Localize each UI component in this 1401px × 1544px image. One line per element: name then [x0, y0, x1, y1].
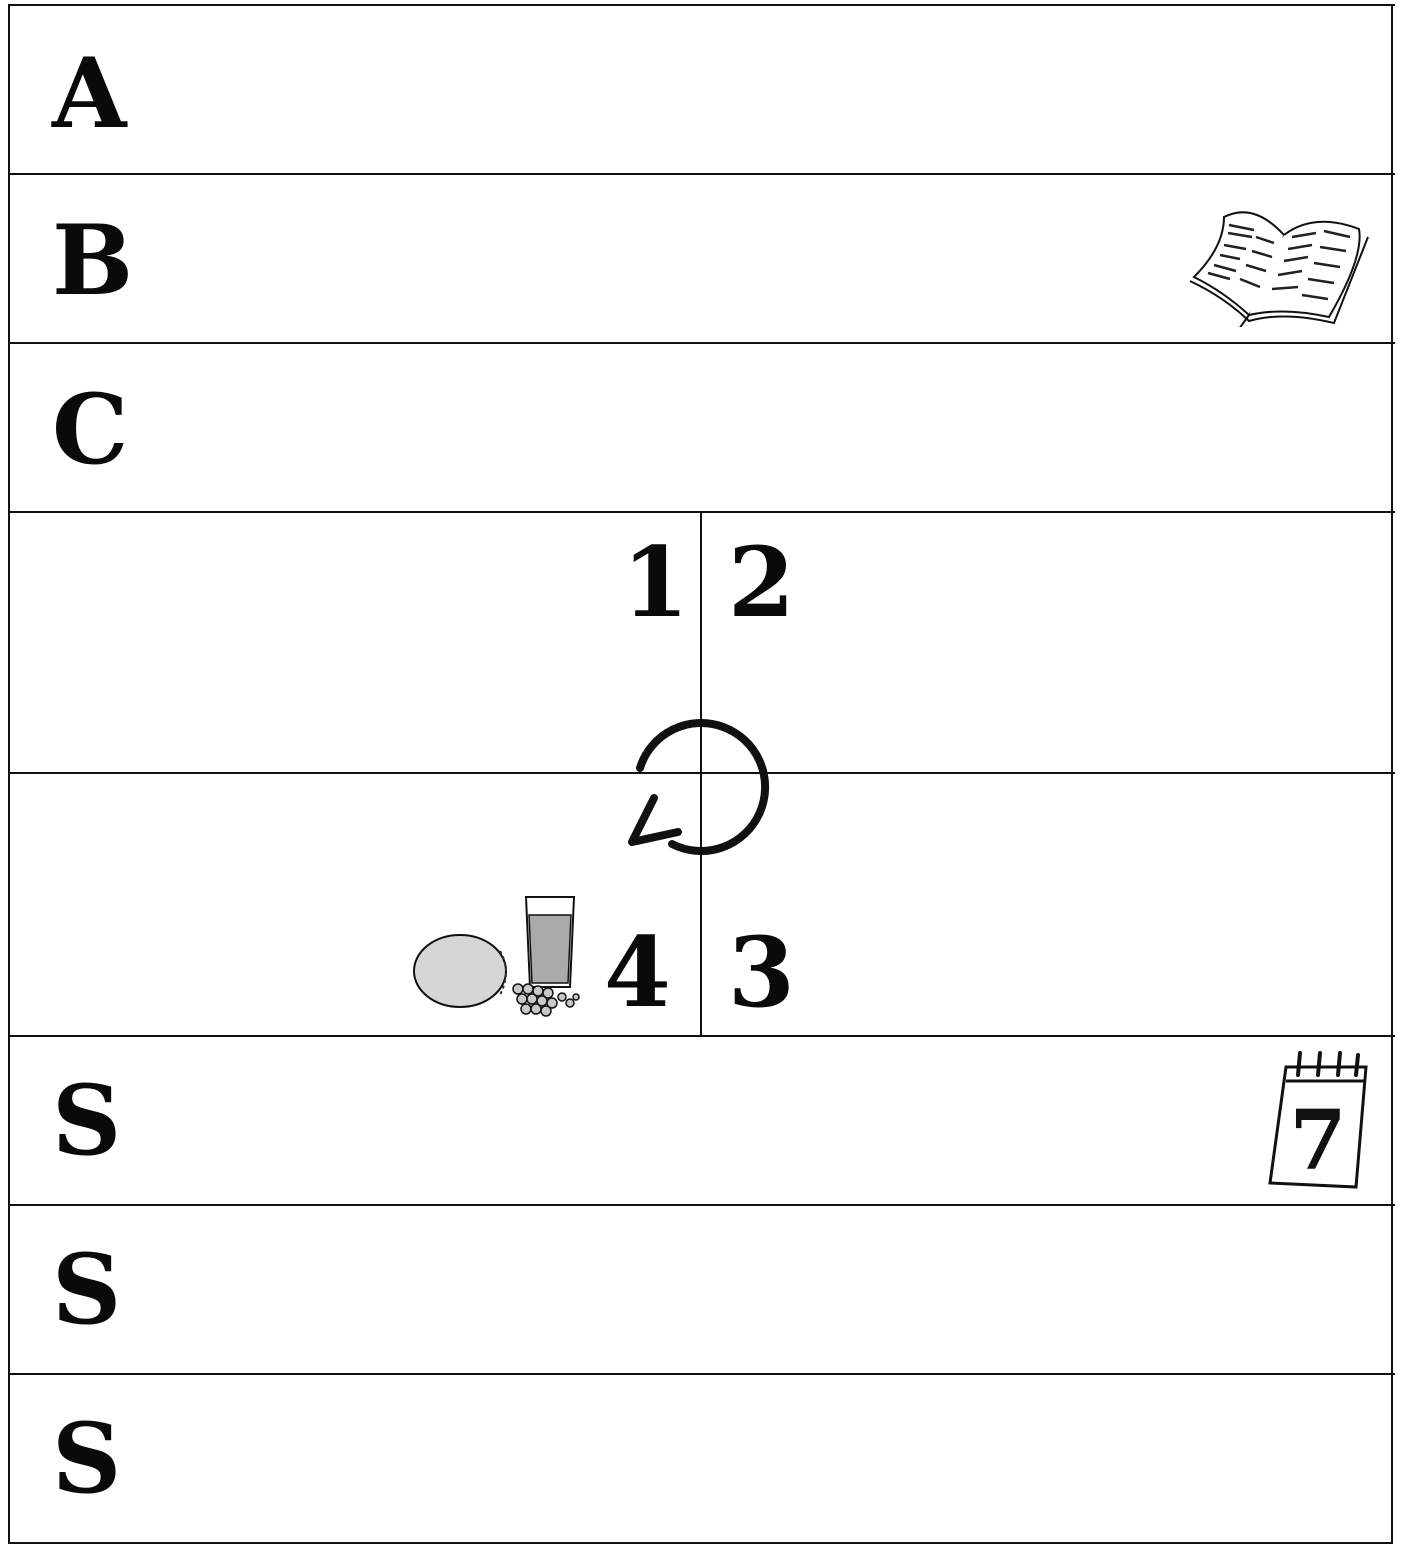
- quadrant-4-number: 4: [604, 925, 671, 1021]
- row-b: B: [8, 175, 1395, 344]
- calendar-day-text: 7: [1289, 1093, 1346, 1189]
- bread-juice-grapes-icon: [412, 891, 592, 1021]
- quadrant-1-number: 1: [622, 535, 689, 631]
- circular-arrow-icon: [618, 708, 778, 868]
- row-s-1-letter: S: [52, 1073, 121, 1169]
- row-s-3-letter: S: [52, 1411, 121, 1507]
- cycle-quadrants: 1 2 4 3: [0, 513, 1401, 1037]
- row-b-letter: B: [52, 213, 133, 309]
- row-s-3: S: [8, 1375, 1395, 1536]
- quadrant-3-number: 3: [728, 925, 795, 1021]
- row-a-letter: A: [52, 46, 126, 142]
- row-a: A: [8, 4, 1395, 175]
- row-c: C: [8, 344, 1395, 513]
- row-s-2: S: [8, 1206, 1395, 1375]
- quadrant-2-number: 2: [728, 535, 795, 631]
- open-book-icon: [1184, 197, 1374, 327]
- row-c-letter: C: [52, 382, 128, 478]
- row-s-1: S 7: [8, 1037, 1395, 1206]
- row-s-2-letter: S: [52, 1242, 121, 1338]
- calendar-icon: 7: [1262, 1047, 1372, 1197]
